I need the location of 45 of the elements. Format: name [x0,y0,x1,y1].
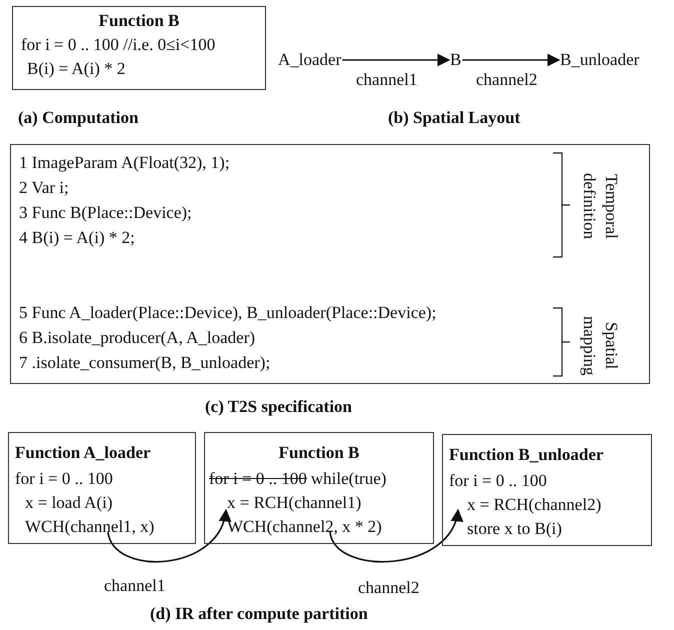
arrow [107,508,230,562]
edge-label: channel1 [104,576,166,596]
code-text: x = RCH(channel2) [467,495,602,514]
arrow [342,54,450,66]
code-text: WCH(channel1, x) [25,517,154,536]
code-text: for i = 0 .. 100 //i.e. 0≤i<100 [21,35,216,54]
edge-label: channel1 [356,70,418,90]
arrow [462,54,560,66]
edge-label: channel2 [358,578,420,598]
caption: (d) IR after compute partition [150,604,368,624]
code-text: x = RCH(channel1) [227,493,362,512]
arrow [329,508,462,562]
function-box [12,6,266,90]
box-heading: Function A_loader [15,443,151,462]
code-text: B(i) = A(i) * 2 [27,59,126,78]
code-text: while(true) [310,469,386,488]
function-box [442,434,652,546]
caption: (a) Computation [18,108,138,128]
code-line: 3 Func B(Place::Device); [19,203,192,222]
code-line: 2 Var i; [19,178,69,197]
node-label: B_unloader [560,50,640,70]
code-line: 4 B(i) = A(i) * 2; [19,228,135,247]
code-line: 1 ImageParam A(Float(32), 1); [19,153,230,172]
code-text: x = load A(i) [25,493,112,512]
box-heading: Function B [98,11,180,30]
function-box [204,432,434,544]
struck-code-text: for i = 0 .. 100 [209,469,307,488]
function-box [8,432,196,544]
box-heading: Function B [278,443,360,462]
code-line: 5 Func A_loader(Place::Device), B_unloader(Place::Device); [19,303,436,322]
box-heading: Function B_unloader [449,445,604,464]
caption: (c) T2S specification [205,397,352,417]
node-label: B [450,50,462,70]
code-text: WCH(channel2, x * 2) [227,517,382,536]
edge-label: channel2 [476,70,538,90]
code-text: for i = 0 .. 100 [449,471,547,490]
caption: (b) Spatial Layout [388,108,520,128]
code-box [10,144,650,384]
code-line: 7 .isolate_consumer(B, B_unloader); [19,353,270,372]
code-line: 6 B.isolate_producer(A, A_loader) [19,328,256,347]
bracket-label: Spatial mapping [579,315,622,378]
node-label: A_loader [278,50,342,70]
bracket-label: Temporal definition [579,172,622,242]
code-text: store x to B(i) [467,519,562,538]
code-text: for i = 0 .. 100 [15,469,113,488]
